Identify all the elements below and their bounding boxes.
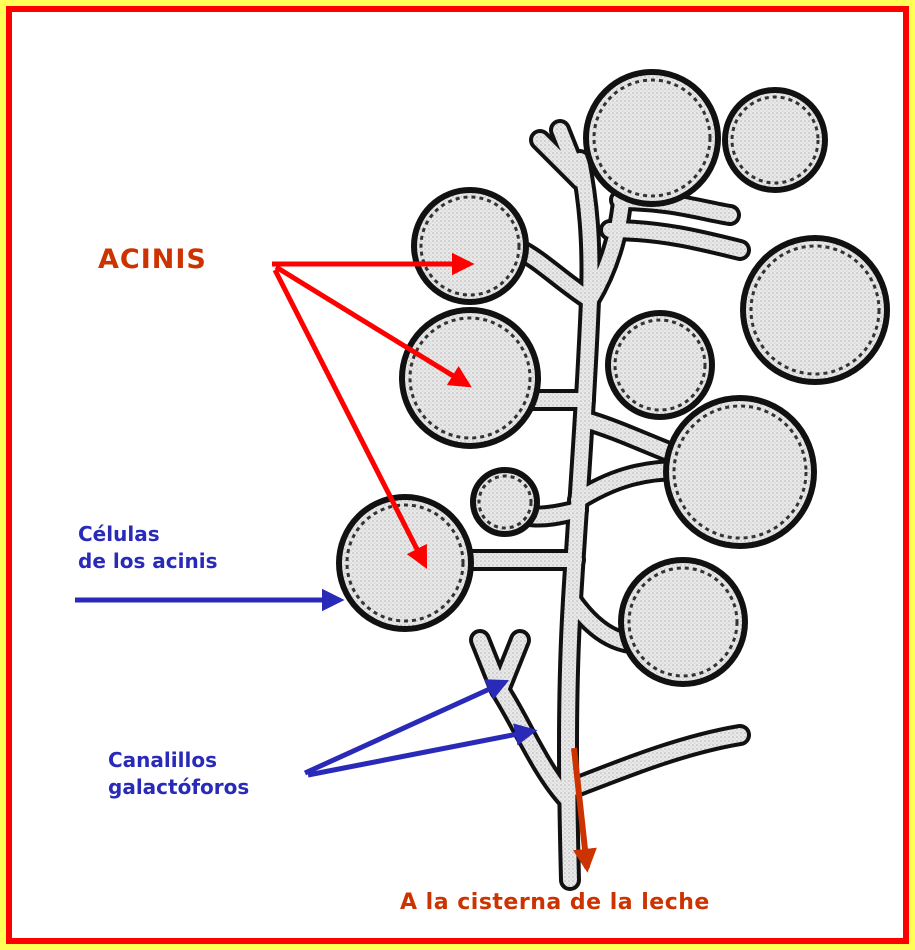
acinus-top-right bbox=[722, 87, 828, 193]
acinus-middle-center bbox=[605, 310, 715, 420]
canalillos-label: Canalillos galactóforos bbox=[108, 747, 249, 801]
acinus-right-large bbox=[740, 235, 890, 385]
acinus-lower-right bbox=[618, 557, 748, 687]
acinus-middle-left bbox=[399, 307, 541, 449]
acinus-small bbox=[470, 467, 540, 537]
canalillos-label-line1: Canalillos bbox=[108, 748, 217, 772]
acinis-label: ACINIS bbox=[98, 244, 207, 275]
cisterna-label: A la cisterna de la leche bbox=[400, 890, 710, 915]
canalillos-label-line2: galactóforos bbox=[108, 775, 250, 799]
acini-group bbox=[336, 69, 890, 687]
canalillos-arrows bbox=[303, 679, 538, 778]
cisterna-arrow bbox=[571, 747, 597, 873]
acinus-upper-left bbox=[411, 187, 529, 305]
acinus-top-center bbox=[583, 69, 721, 207]
acinis-arrows bbox=[272, 252, 475, 570]
celulas-label: Células de los acinis bbox=[78, 521, 218, 575]
celulas-label-line1: Células bbox=[78, 522, 160, 546]
acinis-arrow-2 bbox=[274, 264, 472, 388]
acinis-arrow-3 bbox=[272, 268, 428, 570]
celulas-label-line2: de los acinis bbox=[78, 549, 218, 573]
acinus-center-right bbox=[663, 395, 817, 549]
canalillos-arrow-2 bbox=[307, 723, 538, 778]
acinus-lower-left bbox=[336, 494, 474, 632]
canalillos-arrow-1 bbox=[303, 679, 510, 776]
